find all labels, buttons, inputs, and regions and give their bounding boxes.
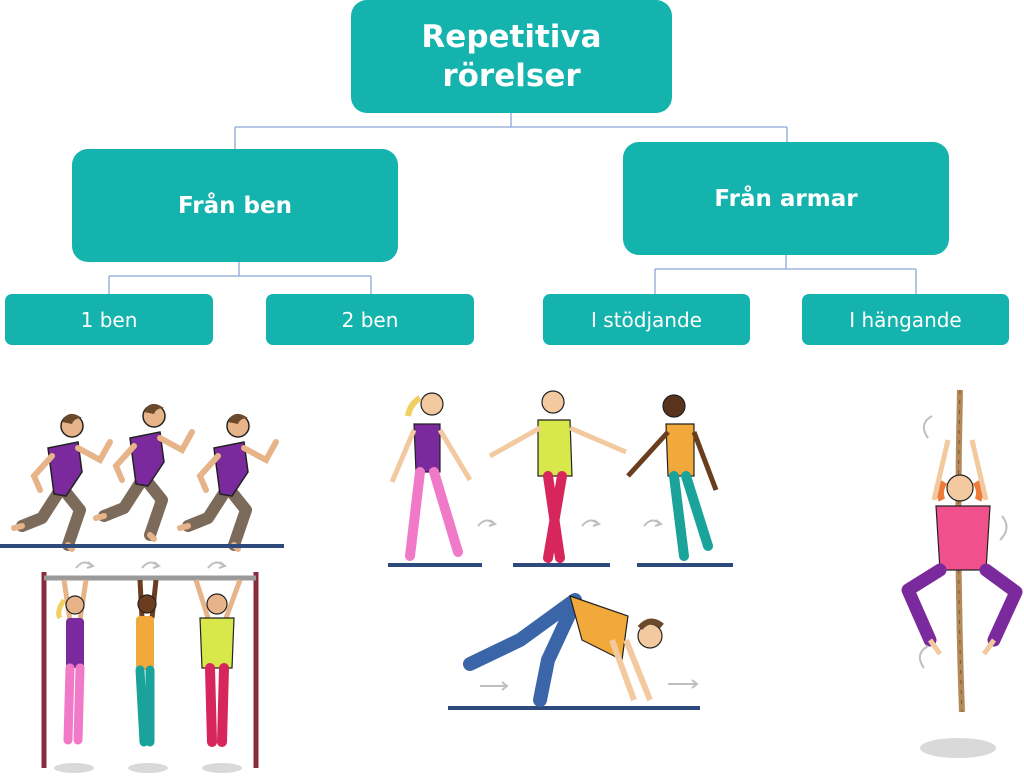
branch-arms-label: Från armar [714,185,858,212]
rope-climbing-figure [901,389,1023,758]
leaf-hanging: I hängande [802,294,1009,345]
root-label: Repetitiva rörelser [421,18,602,94]
crawling-figure [448,593,700,710]
leaf-supporting-label: I stödjande [591,307,702,332]
leaf-two-legs-label: 2 ben [341,307,399,332]
leaf-supporting: I stödjande [543,294,750,345]
branch-legs-label: Från ben [178,192,292,219]
leaf-one-leg: 1 ben [5,294,213,345]
root-node: Repetitiva rörelser [351,0,672,113]
leaf-hanging-label: I hängande [849,307,962,332]
branch-legs-node: Från ben [72,149,398,262]
branch-arms-node: Från armar [623,142,949,255]
runner-figures [0,404,284,549]
balance-walking-figures [388,390,733,567]
leaf-two-legs: 2 ben [266,294,474,345]
leaf-one-leg-label: 1 ben [80,307,138,332]
bar-hanging-figures [41,561,259,773]
